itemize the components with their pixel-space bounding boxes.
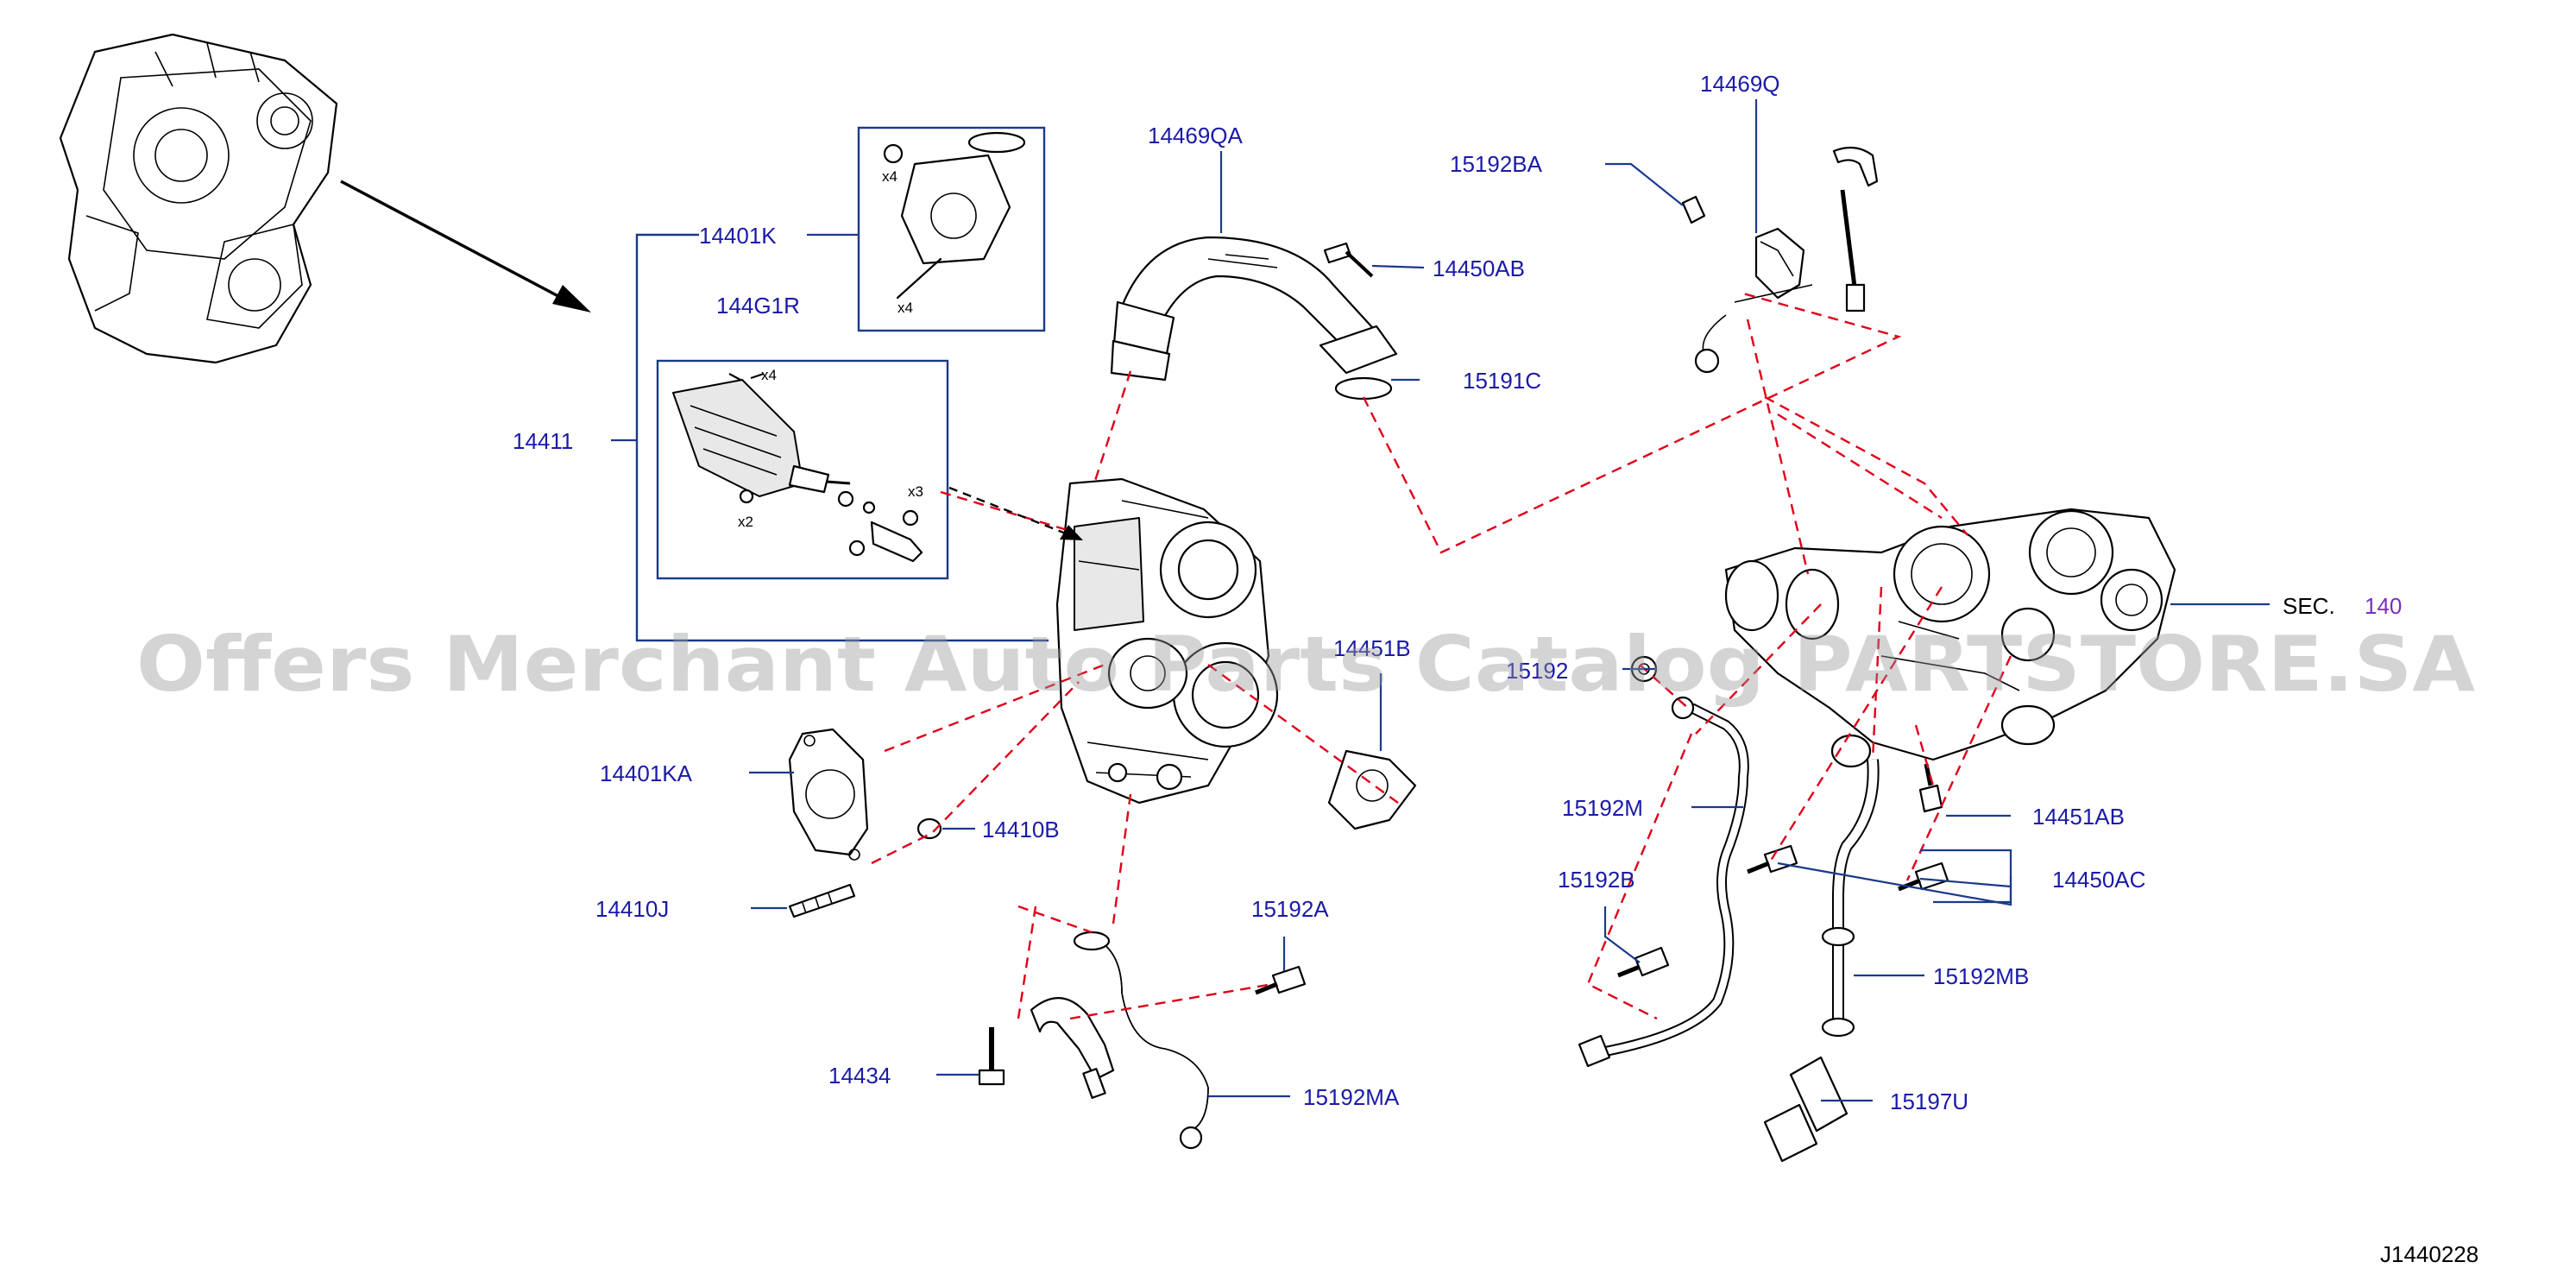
- engine-overview-illustration: [59, 33, 338, 364]
- label-14469Q[interactable]: 14469Q: [1700, 71, 1780, 97]
- hose-15197U: [1763, 1056, 1849, 1163]
- drawing-code: J1440228: [2380, 1241, 2478, 1267]
- bracket-14451B: [1327, 673, 1417, 830]
- pipe-15192M: [1578, 696, 1749, 1068]
- pipe-15192MB: [1821, 759, 1880, 1038]
- label-14410J[interactable]: 14410J: [595, 896, 669, 922]
- bolt-14450AB: [1323, 242, 1374, 278]
- actuator-to-turbo-arrow: [948, 486, 1083, 540]
- label-14401K[interactable]: 14401K: [699, 223, 777, 249]
- label-14469QA[interactable]: 14469QA: [1148, 123, 1244, 148]
- qty-x2: x2: [738, 514, 753, 530]
- kit-box-14401K: [857, 126, 1046, 332]
- stud-14410J: [788, 883, 856, 918]
- qty-x4-a: x4: [882, 168, 898, 185]
- label-15192M[interactable]: 15192M: [1562, 795, 1643, 821]
- watermark: Offers Merchant Auto Parts Catalog PARTS…: [136, 620, 2475, 709]
- label-15192BA[interactable]: 15192BA: [1450, 151, 1543, 177]
- label-15197U[interactable]: 15197U: [1890, 1089, 1968, 1114]
- label-15192MA[interactable]: 15192MA: [1303, 1084, 1400, 1110]
- label-14450AC[interactable]: 14450AC: [2052, 867, 2145, 893]
- gasket-15191C: [1334, 376, 1393, 401]
- bolt-14434: [978, 1027, 1005, 1086]
- gasket-14401KA: [788, 728, 869, 861]
- turbocharger-assembly-right: [1724, 508, 2176, 768]
- nut-14410B: [916, 817, 942, 840]
- kit-box-144G1R: [656, 359, 949, 580]
- bolt-14451AB: [1918, 763, 1943, 813]
- label-14450AB[interactable]: 14450AB: [1433, 256, 1525, 281]
- qty-x4-b: x4: [898, 300, 913, 316]
- label-144G1R[interactable]: 144G1R: [716, 293, 800, 319]
- turbocharger-main: [1055, 477, 1279, 805]
- bolt-15192A: [1255, 965, 1307, 995]
- qty-x4-c: x4: [761, 367, 777, 383]
- bolt-15192B: [1617, 946, 1670, 978]
- overview-arrow: [340, 180, 591, 312]
- label-15192B[interactable]: 15192B: [1558, 867, 1635, 893]
- section-link-140[interactable]: 140: [2365, 593, 2402, 619]
- pipe-15192MA: [1030, 931, 1209, 1150]
- label-14434[interactable]: 14434: [828, 1063, 891, 1089]
- bracket-14411: [635, 233, 1049, 642]
- label-14410B[interactable]: 14410B: [982, 817, 1060, 842]
- kit-14401K-parts: [883, 131, 1026, 300]
- actuator-assembly: [672, 372, 923, 563]
- label-14451B[interactable]: 14451B: [1333, 635, 1411, 661]
- label-15192[interactable]: 15192: [1506, 658, 1568, 684]
- label-15192MB[interactable]: 15192MB: [1933, 963, 2029, 989]
- sensor-14469Q: [1681, 146, 1879, 374]
- label-14411[interactable]: 14411: [513, 428, 573, 454]
- pipe-14469QA: [1110, 236, 1398, 382]
- section-prefix: SEC.: [2283, 593, 2335, 619]
- leader-lines: [749, 99, 2270, 1102]
- part-labels: 14469QA 14469Q 15192BA 14401K 144G1R 144…: [513, 71, 2402, 1114]
- label-15192A[interactable]: 15192A: [1251, 896, 1329, 922]
- assembly-dashed-lines: [871, 292, 2012, 1020]
- label-14451AB[interactable]: 14451AB: [2032, 804, 2125, 830]
- label-15191C[interactable]: 15191C: [1463, 368, 1541, 394]
- label-14401KA[interactable]: 14401KA: [600, 760, 693, 786]
- qty-x3: x3: [908, 483, 923, 500]
